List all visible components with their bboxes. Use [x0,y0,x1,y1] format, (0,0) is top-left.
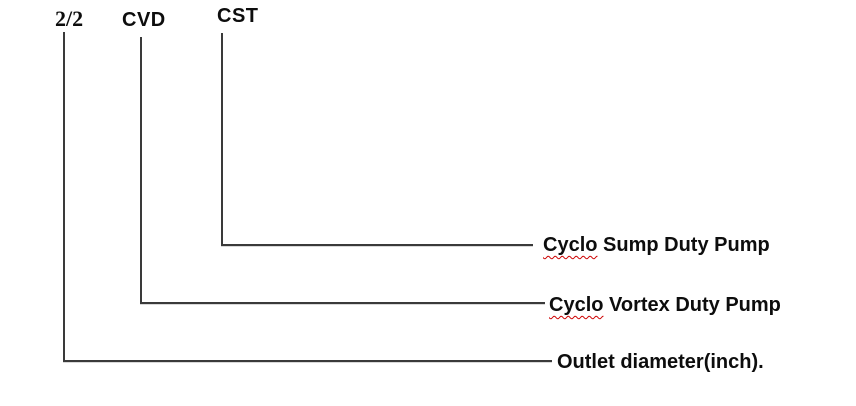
callout-cst-squiggled-word: Cyclo [543,234,598,256]
cvd-connector-vertical-line [140,37,142,304]
code-outlet-diameter: 2/2 [55,6,84,31]
code-cst: CST [217,5,259,27]
callout-outlet-diameter: Outlet diameter(inch). [557,350,764,374]
callout-cyclo-sump-duty-pump: Cyclo Sump Duty Pump [543,233,770,257]
cst-connector-horizontal-line [221,244,533,247]
callout-cvd-squiggled-word: Cyclo [549,294,604,316]
cst-connector-vertical-line [221,33,223,246]
outlet-connector-horizontal-line [63,360,552,363]
code-cvd: CVD [122,9,166,31]
cvd-connector-horizontal-line [140,302,545,305]
callout-cyclo-vortex-duty-pump: Cyclo Vortex Duty Pump [549,293,781,317]
callout-cst-label-rest: Sump Duty Pump [597,234,770,256]
callout-outlet-label-rest: Outlet diameter(inch). [557,351,764,373]
outlet-connector-vertical-line [63,32,65,362]
callout-cvd-label-rest: Vortex Duty Pump [603,294,781,316]
